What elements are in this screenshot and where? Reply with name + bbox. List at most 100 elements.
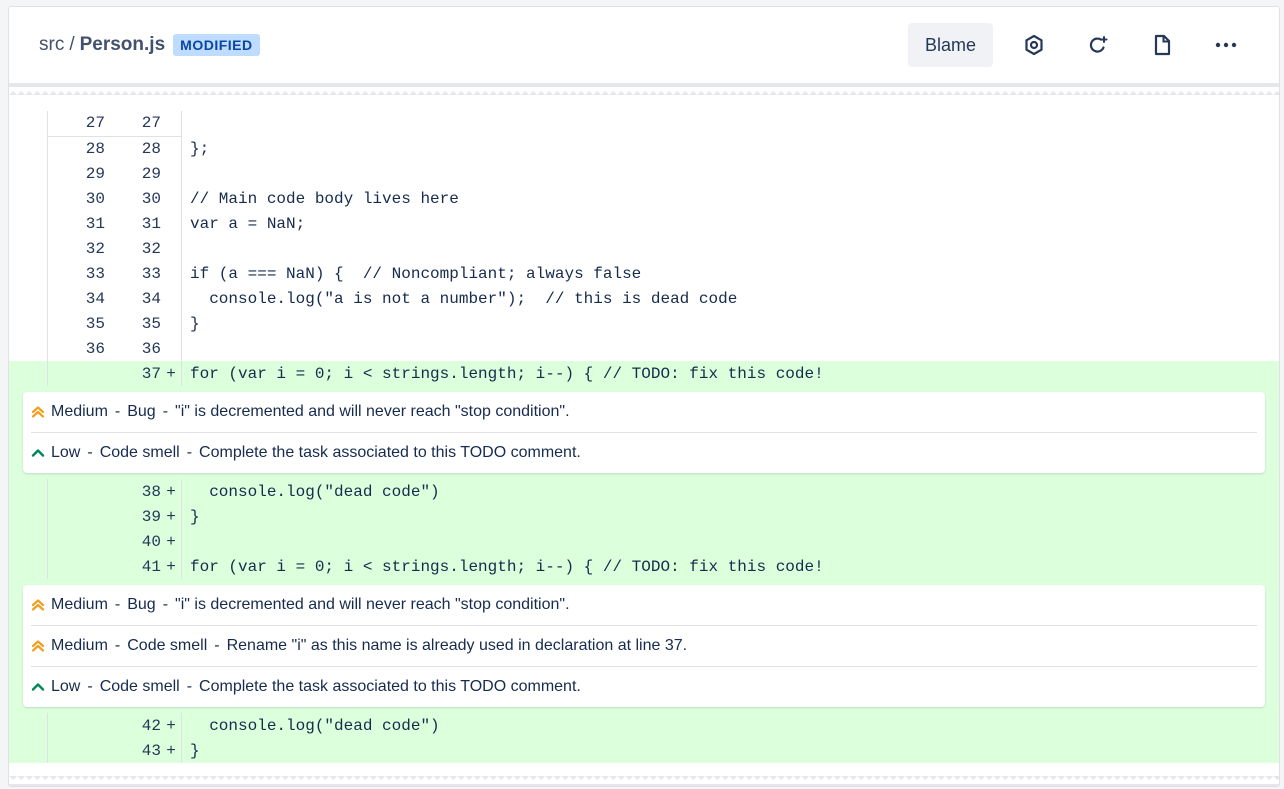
- line-gutter: 41 +: [47, 554, 181, 579]
- collapsed-lines-separator-top[interactable]: [9, 83, 1279, 95]
- code-line: 32 32: [9, 236, 1279, 261]
- code-text: for (var i = 0; i < strings.length; i--)…: [181, 554, 824, 579]
- issue-message[interactable]: "i" is decremented and will never reach …: [175, 403, 570, 420]
- issue-type: Code smell: [99, 678, 180, 695]
- new-line-number[interactable]: 38: [141, 482, 161, 501]
- code-text: }: [181, 311, 200, 336]
- added-lines-block-3: 42+ console.log("dead code")43+}: [9, 713, 1279, 763]
- issue-item[interactable]: Medium-Bug-"i" is decremented and will n…: [31, 392, 1257, 433]
- code-line: 29 29: [9, 161, 1279, 186]
- issue-type: Bug: [127, 596, 156, 613]
- old-line-number[interactable]: 31: [85, 214, 105, 233]
- new-line-number[interactable]: 29: [141, 164, 161, 183]
- code-text: [181, 236, 190, 261]
- collapsed-lines-separator-bottom[interactable]: [9, 776, 1279, 786]
- new-line-number[interactable]: 28: [141, 139, 161, 158]
- diff-marker: +: [166, 507, 176, 526]
- new-line-number[interactable]: 37: [141, 364, 161, 383]
- new-line-number[interactable]: 43: [141, 741, 161, 760]
- file-button[interactable]: [1139, 23, 1185, 67]
- code-text: [181, 336, 190, 361]
- file-name: Person.js: [79, 34, 166, 55]
- file-icon: [1154, 34, 1171, 56]
- issue-item[interactable]: Medium-Bug-"i" is decremented and will n…: [31, 585, 1257, 626]
- old-line-number[interactable]: 34: [85, 289, 105, 308]
- diff-marker: +: [166, 364, 176, 383]
- issues-list-2: Medium-Bug-"i" is decremented and will n…: [23, 585, 1265, 707]
- new-line-number[interactable]: 34: [141, 289, 161, 308]
- issue-message[interactable]: Rename "i" as this name is already used …: [226, 637, 688, 654]
- code-line: 31 31 var a = NaN;: [9, 211, 1279, 236]
- blame-button[interactable]: Blame: [907, 23, 993, 67]
- new-line-number[interactable]: 35: [141, 314, 161, 333]
- diff-marker: +: [166, 482, 176, 501]
- new-line-number[interactable]: 41: [141, 557, 161, 576]
- file-header: src / Person.js MODIFIED Blame: [9, 7, 1279, 83]
- context-lines: 27 27 28 28}; 29 29 30 30 // Main code body live…: [9, 110, 1279, 361]
- diff-marker: +: [166, 557, 176, 576]
- new-line-number[interactable]: 33: [141, 264, 161, 283]
- issue-item[interactable]: Low-Code smell-Complete the task associa…: [31, 433, 1257, 473]
- issue-message[interactable]: Complete the task associated to this TOD…: [199, 444, 581, 461]
- issues-block-1: Medium-Bug-"i" is decremented and will n…: [9, 386, 1279, 479]
- code-text: // Main code body lives here: [181, 186, 459, 211]
- old-line-number[interactable]: 33: [85, 264, 105, 283]
- low-severity-icon: [31, 683, 45, 691]
- issue-severity: Medium: [51, 637, 108, 654]
- low-severity-icon: [31, 449, 45, 457]
- old-line-number[interactable]: 30: [85, 189, 105, 208]
- new-line-number[interactable]: 27: [141, 114, 161, 132]
- old-line-number[interactable]: 32: [85, 239, 105, 258]
- line-gutter: 36 36: [47, 336, 181, 361]
- refresh-button[interactable]: [1075, 23, 1121, 67]
- issue-message[interactable]: Complete the task associated to this TOD…: [199, 678, 581, 695]
- code-line: 35 35}: [9, 311, 1279, 336]
- toolbar: Blame: [907, 23, 1249, 67]
- code-text: for (var i = 0; i < strings.length; i--)…: [181, 361, 824, 386]
- line-gutter: 28 28: [47, 136, 181, 161]
- dash-separator: -: [162, 403, 169, 420]
- new-line-number[interactable]: 40: [141, 532, 161, 551]
- new-line-number[interactable]: 36: [141, 339, 161, 358]
- issue-item[interactable]: Low-Code smell-Complete the task associa…: [31, 667, 1257, 707]
- code-line: 41 + for (var i = 0; i < strings.length; i…: [9, 554, 1279, 579]
- dash-separator: -: [186, 444, 193, 461]
- hexagon-button[interactable]: [1011, 23, 1057, 67]
- code-text: console.log("dead code"): [181, 479, 440, 504]
- code-text: [181, 529, 190, 554]
- line-gutter: 27 27: [47, 110, 181, 137]
- dash-separator: -: [114, 403, 121, 420]
- dash-separator: -: [87, 678, 93, 695]
- old-line-number[interactable]: 35: [85, 314, 105, 333]
- old-line-number[interactable]: 28: [85, 139, 105, 158]
- line-gutter: 38 +: [47, 479, 181, 504]
- old-line-number[interactable]: 29: [85, 164, 105, 183]
- new-line-number[interactable]: 39: [141, 507, 161, 526]
- new-line-number[interactable]: 31: [141, 214, 161, 233]
- line-gutter: 29 29: [47, 161, 181, 186]
- line-gutter: 33 33: [47, 261, 181, 286]
- old-line-number[interactable]: 27: [85, 114, 105, 132]
- old-line-number[interactable]: 36: [85, 339, 105, 358]
- folder-name[interactable]: src: [39, 34, 65, 55]
- issue-item[interactable]: Medium-Code smell-Rename "i" as this nam…: [31, 626, 1257, 667]
- issue-severity: Low: [51, 444, 81, 461]
- line-gutter: 30 30: [47, 186, 181, 211]
- code-text: };: [181, 136, 209, 161]
- new-line-number[interactable]: 32: [141, 239, 161, 258]
- line-gutter: 42+: [47, 713, 181, 738]
- issue-message[interactable]: "i" is decremented and will never reach …: [175, 596, 570, 613]
- more-button[interactable]: [1203, 23, 1249, 67]
- code-line: 39+}: [9, 504, 1279, 529]
- code-text: var a = NaN;: [181, 211, 305, 236]
- issue-type: Bug: [127, 403, 156, 420]
- dash-separator: -: [162, 596, 169, 613]
- new-line-number[interactable]: 42: [141, 716, 161, 735]
- issue-type: Code smell: [127, 637, 208, 654]
- code-text: }: [181, 738, 200, 763]
- code-diff: 27 27 28 28}; 29 29 30 30 // Main code body live…: [9, 95, 1279, 763]
- new-line-number[interactable]: 30: [141, 189, 161, 208]
- code-text: console.log("dead code"): [181, 713, 440, 738]
- line-gutter: 40+: [47, 529, 181, 554]
